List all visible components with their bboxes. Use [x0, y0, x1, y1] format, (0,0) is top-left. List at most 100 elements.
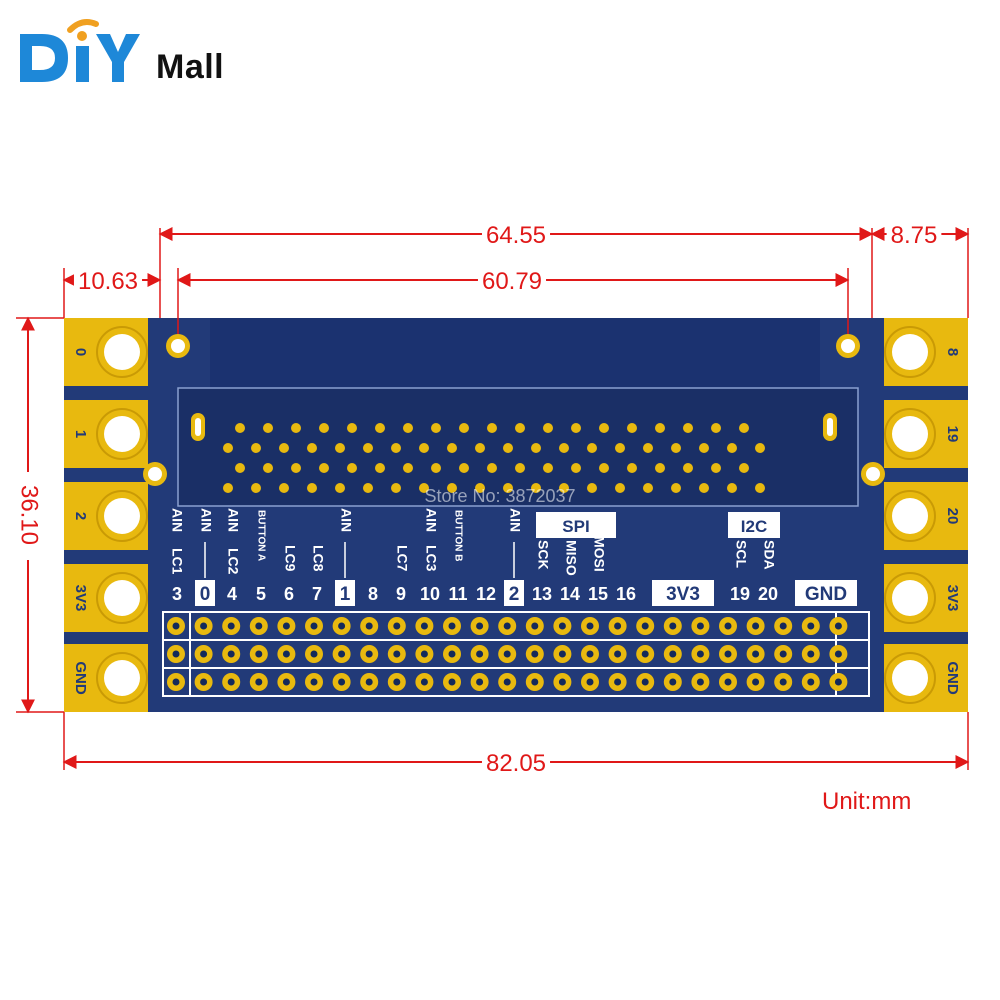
header-pin-hole [531, 650, 539, 658]
pin-number: 16 [616, 584, 636, 604]
edge-connector-area [177, 387, 859, 507]
brand-logo-suffix: Mall [156, 48, 225, 86]
header-pin-hole [420, 678, 428, 686]
edge-pad-label: 19 [944, 426, 961, 443]
ain-label: AIN [198, 508, 214, 532]
pin-number: 8 [368, 584, 378, 604]
connector-pin [559, 443, 569, 453]
connector-pin [543, 423, 553, 433]
header-pin-hole [200, 622, 208, 630]
connector-pin [347, 423, 357, 433]
connector-pin [307, 483, 317, 493]
header-pin-hole [310, 622, 318, 630]
connector-pin [263, 463, 273, 473]
connector-pin [587, 483, 597, 493]
lc3-label: LC3 [423, 545, 439, 572]
edge-pad-hole [104, 498, 140, 534]
pin-number: 20 [758, 584, 778, 604]
header-pin-hole [558, 622, 566, 630]
header-outline [162, 611, 870, 697]
edge-pad-hole [104, 416, 140, 452]
header-pin-hole [696, 678, 704, 686]
header-pin-hole [420, 650, 428, 658]
header-pin-hole [779, 650, 787, 658]
connector-pin [615, 483, 625, 493]
mounting-holes [143, 334, 885, 486]
edge-pad-hole [104, 660, 140, 696]
connector-pin [447, 443, 457, 453]
sck-label: SCK [535, 540, 551, 570]
header-pin-hole [227, 678, 235, 686]
connector-pin [375, 423, 385, 433]
connector-pin [475, 483, 485, 493]
connector-pin [755, 483, 765, 493]
i2c-box [728, 512, 780, 538]
connector-pin [391, 483, 401, 493]
pin-number: 15 [588, 584, 608, 604]
header-pin-hole [365, 650, 373, 658]
header-pin-hole [641, 622, 649, 630]
header-pin-hole [393, 678, 401, 686]
connector-pin [683, 423, 693, 433]
connector-pin [599, 463, 609, 473]
dim-right-offset-label-bg [886, 222, 942, 249]
pin-number: 3V3 [666, 584, 700, 605]
header-pin-hole [669, 622, 677, 630]
connector-pin [755, 443, 765, 453]
sda-label: SDA [761, 540, 777, 570]
edge-pad-label: 3V3 [72, 585, 89, 612]
header-pin-hole [200, 650, 208, 658]
header-pin-hole [365, 622, 373, 630]
header-pin-hole [338, 650, 346, 658]
connector-pin [627, 463, 637, 473]
pin-number: 4 [227, 584, 237, 604]
header-pin-hole [227, 650, 235, 658]
connector-pin [403, 423, 413, 433]
pin-number: 1 [340, 584, 351, 605]
header-pin-hole [172, 650, 180, 658]
dim-right-offset-label: 8.75 [891, 222, 938, 249]
connector-pin [671, 443, 681, 453]
header-pin-hole [669, 650, 677, 658]
connector-pin [335, 483, 345, 493]
pin-number: 13 [532, 584, 552, 604]
connector-pin [643, 483, 653, 493]
edge-pad-hole [892, 416, 928, 452]
header-pin-hole [724, 650, 732, 658]
header-pin-hole [641, 650, 649, 658]
connector-pin [291, 423, 301, 433]
header-pin-hole [255, 650, 263, 658]
connector-pin [459, 463, 469, 473]
connector-pin [671, 483, 681, 493]
header-pin-hole [310, 650, 318, 658]
connector-pin [599, 423, 609, 433]
connector-pin [375, 463, 385, 473]
pin-number-box [504, 580, 524, 606]
header-pin-hole [365, 678, 373, 686]
header-pin-hole [503, 650, 511, 658]
header-pin-hole [282, 678, 290, 686]
store-watermark: Store No: 3872037 [424, 486, 575, 506]
lc7-label: LC7 [394, 545, 410, 572]
edge-pad-hole [892, 498, 928, 534]
header-pin-hole [752, 678, 760, 686]
header-pin-hole [834, 622, 842, 630]
edge-pad-hole [104, 580, 140, 616]
pin-number: 9 [396, 584, 406, 604]
connector-pin [699, 443, 709, 453]
connector-pin [683, 463, 693, 473]
connector-pin [291, 463, 301, 473]
ain-label: AIN [423, 508, 439, 532]
pin-number: 19 [730, 584, 750, 604]
connector-pin [515, 463, 525, 473]
button-a-label: BUTTON A [255, 510, 266, 561]
edge-pad-hole [892, 334, 928, 370]
pin-number: 7 [312, 584, 322, 604]
header-pin-hole [834, 650, 842, 658]
slot-holes [191, 413, 837, 441]
lc1-label: LC1 [169, 548, 185, 575]
connector-pin [503, 483, 513, 493]
connector-pin [419, 483, 429, 493]
